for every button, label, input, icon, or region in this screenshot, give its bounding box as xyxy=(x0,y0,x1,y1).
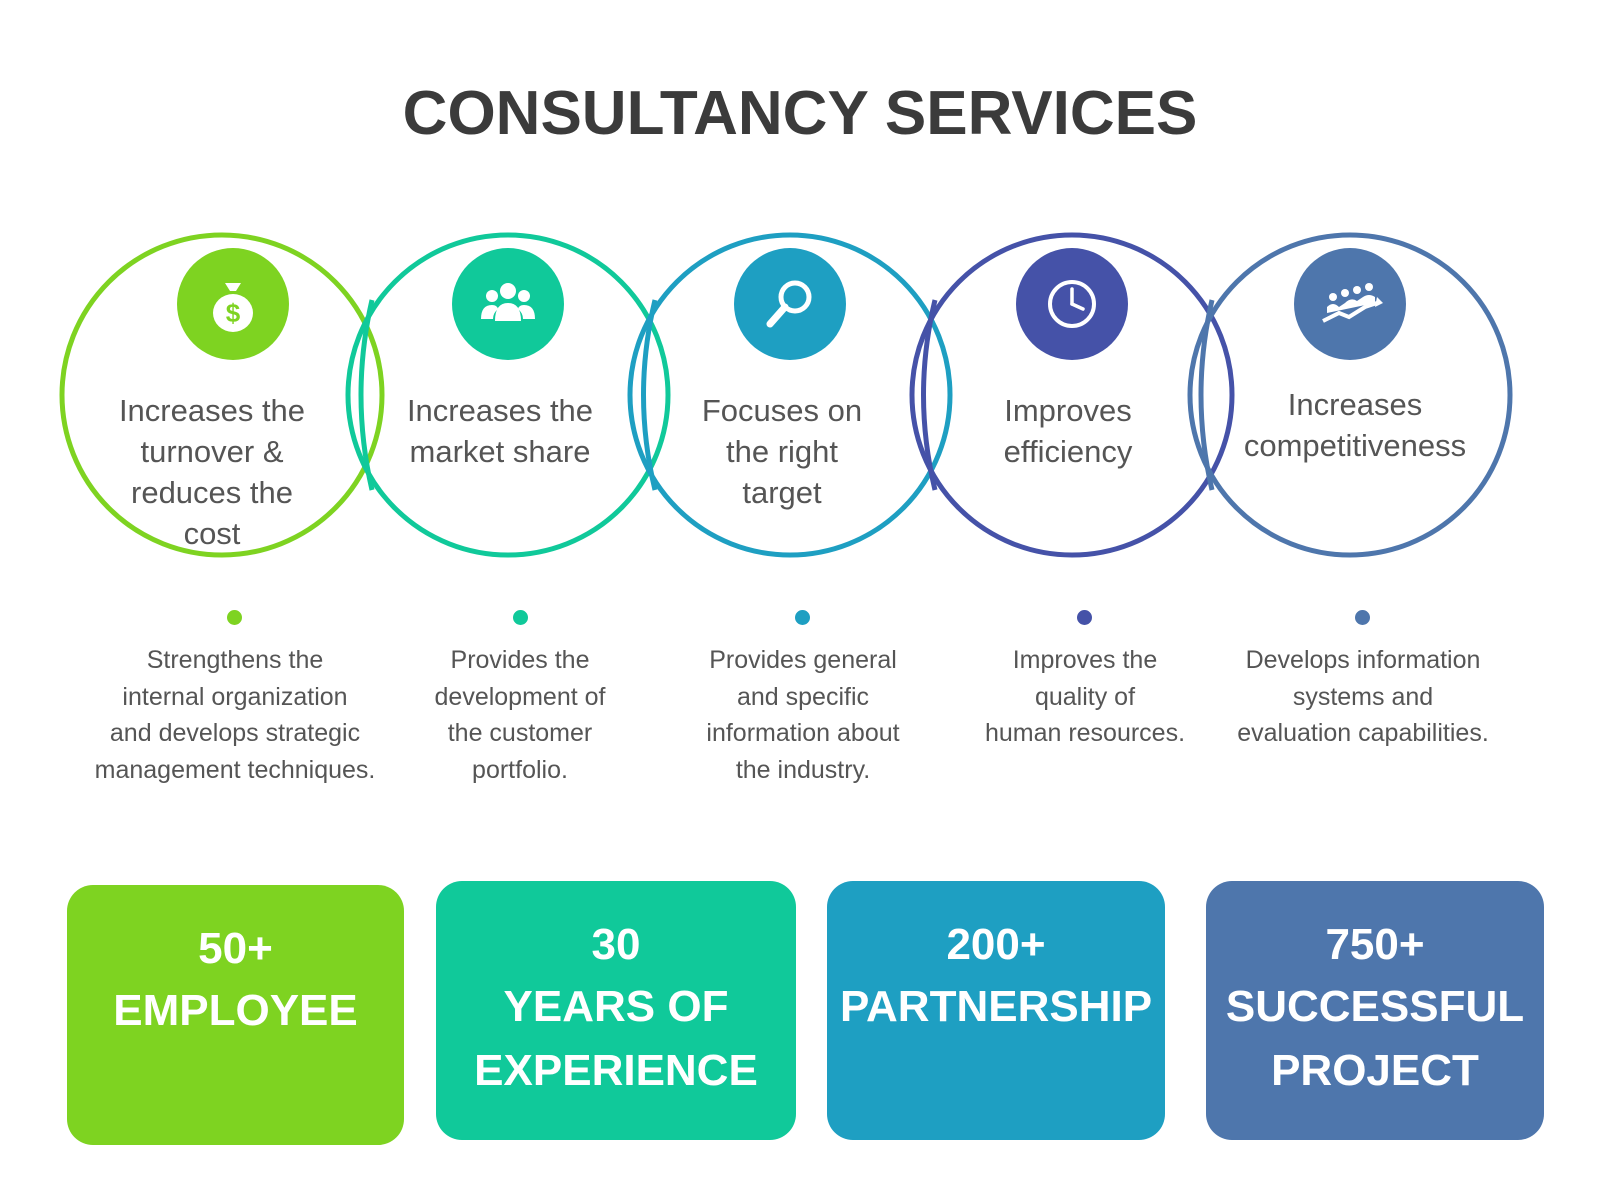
stat-box-partnership: 200+ PARTNERSHIP xyxy=(827,881,1165,1140)
stat-box-employees: 50+ EMPLOYEE xyxy=(67,885,404,1145)
bullet-dot-4 xyxy=(1077,610,1092,625)
page-title: CONSULTANCY SERVICES xyxy=(402,79,1198,148)
ring-2 xyxy=(345,232,671,558)
stat-label: EMPLOYEE xyxy=(113,986,358,1035)
money-bag-icon: $ xyxy=(177,248,289,360)
stat-number: 30 xyxy=(591,920,641,969)
service-description-3: Provides general and specific informatio… xyxy=(706,646,900,784)
stat-box-experience: 30 YEARS OF EXPERIENCE xyxy=(436,881,796,1140)
service-description-4: Improves the quality of human resources. xyxy=(984,646,1186,747)
service-label-1: Increases the turnover & reduces the cos… xyxy=(118,393,306,551)
stat-number: 200+ xyxy=(946,920,1046,969)
ring-5 xyxy=(1187,232,1513,558)
link-arc-3 xyxy=(921,299,938,491)
service-description-1: Strengthens the internal organization an… xyxy=(94,646,376,784)
stat-box-projects: 750+ SUCCESSFUL PROJECT xyxy=(1206,881,1544,1140)
bullet-dot-3 xyxy=(795,610,810,625)
link-arc-4 xyxy=(1198,299,1215,491)
link-arc-1 xyxy=(358,299,375,491)
bullet-dot-5 xyxy=(1355,610,1370,625)
stat-label: YEARS OF EXPERIENCE xyxy=(474,982,758,1095)
team-icon xyxy=(452,248,564,360)
ring-3 xyxy=(627,232,953,558)
svg-text:$: $ xyxy=(226,298,241,328)
link-arc-2 xyxy=(641,299,658,491)
growth-team-icon xyxy=(1294,248,1406,360)
service-label-5: Increases competitiveness xyxy=(1243,387,1467,463)
service-description-2: Provides the development of the customer… xyxy=(434,646,606,784)
ring-4 xyxy=(909,232,1235,558)
ring-1 xyxy=(59,232,385,558)
service-description-5: Develops information systems and evaluat… xyxy=(1237,646,1489,747)
stat-label: PARTNERSHIP xyxy=(839,982,1153,1031)
bullet-dot-2 xyxy=(513,610,528,625)
clock-icon xyxy=(1016,248,1128,360)
stat-label: SUCCESSFUL PROJECT xyxy=(1225,982,1525,1095)
service-label-3: Focuses on the right target xyxy=(701,393,863,510)
stat-number: 50+ xyxy=(198,924,273,973)
service-label-2: Increases the market share xyxy=(406,393,594,469)
bullet-dot-1 xyxy=(227,610,242,625)
service-label-4: Improves efficiency xyxy=(1003,393,1133,469)
stat-number: 750+ xyxy=(1325,920,1425,969)
magnifier-icon xyxy=(734,248,846,360)
